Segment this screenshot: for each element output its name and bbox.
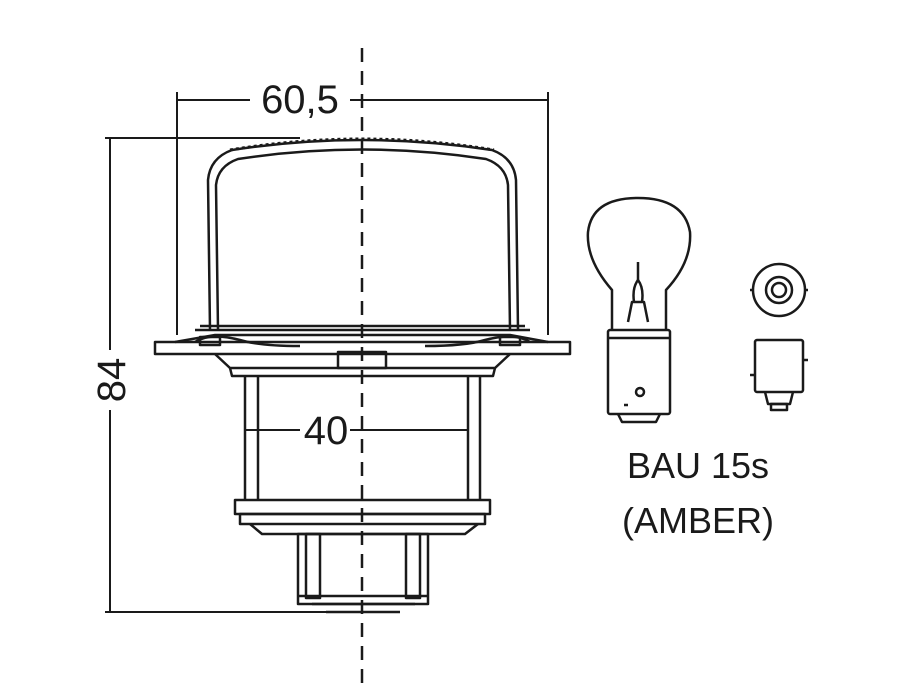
dimension-overall-height (105, 137, 330, 613)
lamp-body (243, 376, 482, 500)
body-diameter-label: 40 (304, 409, 349, 453)
base-ring (233, 498, 492, 536)
lamp-dome (195, 137, 530, 332)
overall-height-label: 84 (90, 358, 134, 403)
bulb-base-end-icon (750, 262, 808, 318)
bulb-base-side-icon (750, 338, 808, 412)
bulb-type-label: BAU 15s (627, 445, 769, 486)
flange-width-label: 60,5 (261, 78, 339, 122)
bulb-color-label: (AMBER) (622, 500, 774, 541)
socket-connector (296, 532, 430, 614)
mounting-flange (153, 333, 572, 378)
bulb-side-view-icon (586, 196, 692, 424)
dimension-flange-width (176, 92, 549, 335)
